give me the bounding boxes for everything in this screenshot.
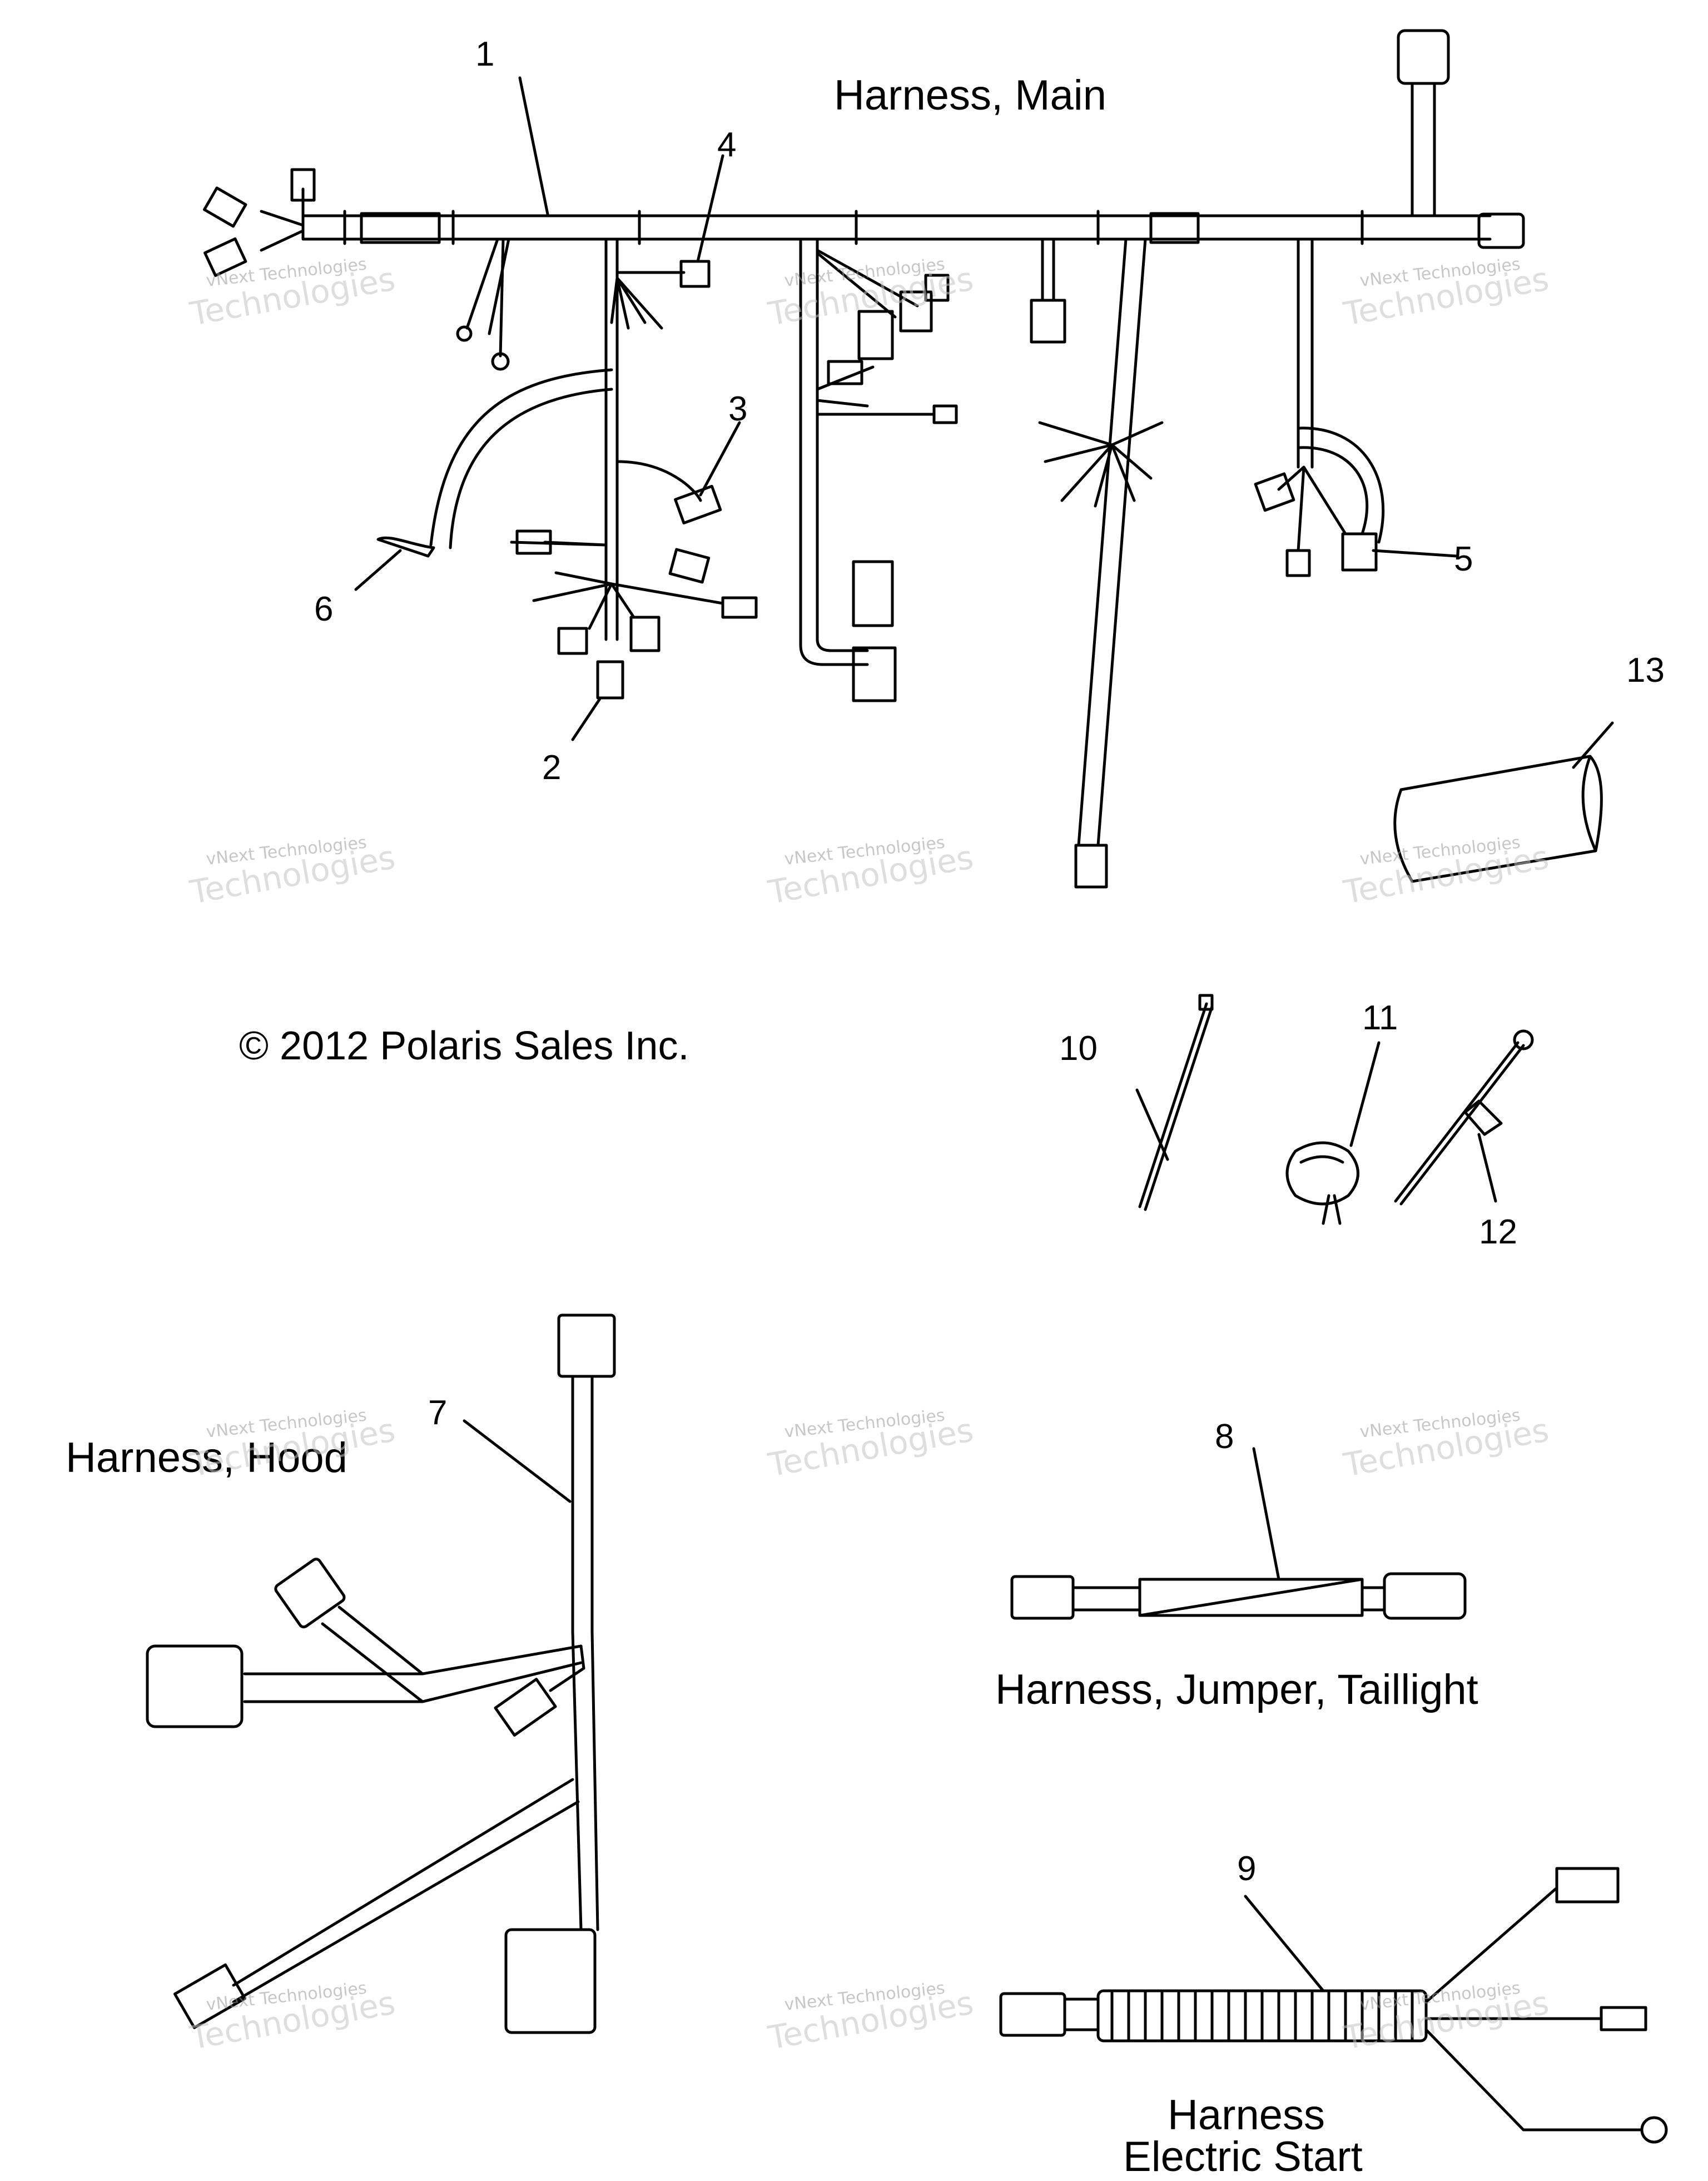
jumper-connector-right [1383,1572,1467,1620]
connector-4 [679,260,711,288]
main-trunk [301,214,1492,241]
es-connector-left [999,1992,1066,2037]
main-sleeve-center [1149,212,1200,244]
callout-3: 3 [728,390,748,428]
callout-8: 8 [1215,1417,1234,1456]
copyright-text: © 2012 Polaris Sales Inc. [239,1024,689,1068]
hood-connector-diag [173,1963,246,2029]
hood-harness [146,1313,616,2034]
callout-12: 12 [1479,1213,1517,1251]
callout-10: 10 [1059,1029,1098,1068]
connector-5 [1341,532,1378,572]
electric-start-harness [999,1867,1668,2144]
main-sleeve-left [360,212,441,244]
connector-2 [596,660,624,700]
callout-1: 1 [475,35,495,73]
hood-connector-top [557,1313,616,1378]
connector-3 [674,484,722,525]
callout-11: 11 [1362,999,1398,1037]
jumper-sleeve [1138,1578,1364,1617]
part-13-sleeve [1393,755,1603,883]
callout-7: 7 [428,1394,448,1432]
connector-bottom-diag [1074,844,1108,889]
hood-connector-left [146,1644,244,1728]
connector-block-a [852,560,894,627]
callout-6: 6 [314,590,334,628]
title-main: Harness, Main [834,72,1106,119]
callout-5: 5 [1454,540,1473,578]
callout-4: 4 [717,126,737,164]
connector-block-b [852,646,897,702]
connector-left-top [290,168,316,202]
title-electric-start-2: Electric Start [1123,2133,1363,2180]
callout-13: 13 [1626,651,1665,690]
connector-top-right [1397,29,1450,85]
small-parts [1135,994,1534,1225]
hood-connector-bottom [504,1928,597,2034]
connector-left-a [203,186,247,228]
title-jumper: Harness, Jumper, Taillight [995,1666,1478,1713]
title-hood: Harness, Hood [66,1434,347,1481]
title-electric-start-1: Harness [1168,2091,1325,2139]
part-11-clip [1285,1141,1359,1225]
part-12-mount [1394,1041,1525,1206]
connector-end-right [1477,212,1525,249]
part-10-tie [1138,1002,1214,1211]
callout-9: 9 [1237,1850,1257,1888]
main-harness [203,29,1614,889]
sleeve-arc-left [429,368,613,549]
jumper-harness [1010,1447,1467,1620]
connector-left-b [203,237,247,277]
sleeve-arc-right [1297,427,1385,544]
callout-2: 2 [542,749,562,787]
jumper-connector-left [1010,1575,1075,1620]
